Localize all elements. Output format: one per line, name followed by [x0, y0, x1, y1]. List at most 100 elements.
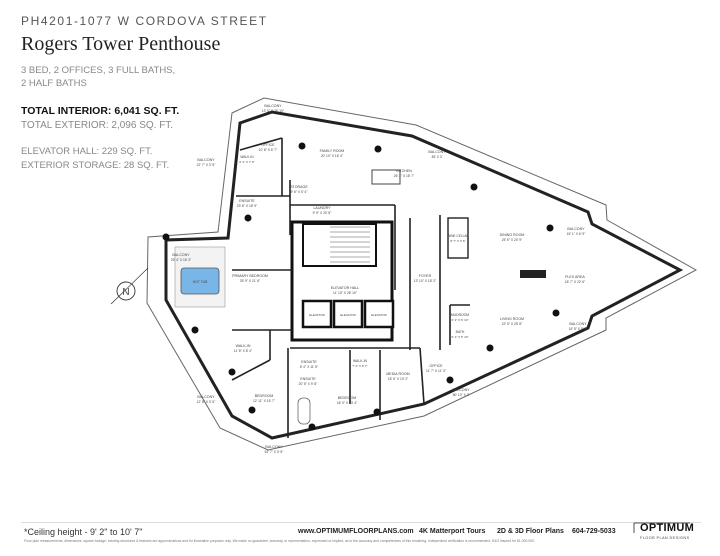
ensuite-mid-dims: 8' 4" X 11' 5" [300, 365, 319, 369]
balcony-nw-name: BALCONY [197, 158, 215, 162]
storage-dims: 9' 6" X 5' 4" [291, 190, 309, 194]
walk-in-mid-dims: 7' 4" X 6' 7" [352, 364, 367, 368]
ensuite-low-dims: 20' 5" X 9' 8" [299, 382, 318, 386]
primary-name: PRIMARY BEDROOM [232, 274, 268, 278]
logo-tagline: FLOOR PLAN DESIGNS [640, 536, 690, 540]
balcony-bottom-dims: 61' 7" X 3' 5" [265, 450, 284, 454]
elevator-shaft-2 [332, 299, 364, 329]
elevator-label-2: ELEVATOR [340, 313, 356, 317]
flex-name: FLEX AREA [565, 275, 585, 279]
walk-in-top-dims: 6' 1" X 7' 6" [239, 160, 254, 164]
north-label: N [122, 287, 129, 298]
stair-block [302, 223, 377, 267]
interior-walls [231, 137, 470, 438]
stair-treads [330, 226, 370, 263]
bedroom-s-dims: 18' 0" X 13' 4" [337, 401, 358, 405]
balcony-e-dims: 15' 1" X 6' 9" [567, 232, 586, 236]
page-title: Rogers Tower Penthouse [21, 33, 221, 55]
balcony-s-name: BALCONY [452, 388, 470, 392]
balcony-ne-name: BALCONY [428, 150, 446, 154]
wine-cellar-room [447, 217, 469, 259]
property-address: PH4201-1077 W CORDOVA STREET [21, 14, 268, 28]
office-top-name: OFFICE [261, 143, 275, 147]
flex-dims: 18' 7" X 22' 6" [565, 280, 586, 284]
elevator-hall-name: ELEVATOR HALL [331, 286, 360, 290]
balcony-nw-dims: 22' 7" X 3' 5" [197, 163, 216, 167]
office-s-name: OFFICE [429, 364, 443, 368]
disclaimer: Floor plan measurements, dimensions, squ… [24, 539, 535, 543]
total-exterior: TOTAL EXTERIOR: 2,096 SQ. FT. [21, 120, 174, 131]
media-dims: 18' 6" X 13' 2" [388, 377, 409, 381]
walk-in-mid-name: WALK-IN [353, 359, 368, 363]
hot-tub-label: HOT TUB [193, 280, 208, 284]
mudroom-dims: 6' 2" X 6' 10" [452, 318, 469, 322]
family-room-dims: 20' 10" X 16' 4" [321, 154, 344, 158]
wine-name: WINE CELLAR [447, 234, 469, 238]
storage-name: STORAGE [290, 185, 308, 189]
walk-in-dims: 11' 8" X 8' 4" [234, 349, 253, 353]
ensuite-top-dims: 23' 6" X 18' 9" [237, 204, 258, 208]
matterport-tours: 4K Matterport Tours [419, 528, 486, 535]
balcony-sw-name: BALCONY [197, 395, 215, 399]
laundry-name: LAUNDRY [313, 206, 331, 210]
dining-dims: 25' 5" X 20' 9" [502, 238, 523, 242]
columns [162, 142, 560, 431]
mudroom-name: MUDROOM [451, 313, 469, 317]
ceiling-height-note: *Ceiling height - 9' 2" to 10' 7" [24, 527, 143, 537]
walk-in-name: WALK-IN [236, 344, 251, 348]
exterior-storage-area: EXTERIOR STORAGE: 28 SQ. FT. [21, 160, 170, 171]
living-name: LIVING ROOM [500, 317, 524, 321]
foyer-name: FOYER [419, 274, 432, 278]
hot-tub [180, 267, 220, 295]
balcony-w-dims: 25' 4" X 16' 3" [171, 258, 192, 262]
flex-fireplace [520, 270, 546, 278]
balcony-se-dims: 15' 5" X 8' 5" [569, 327, 588, 331]
balcony-ne-dims: 83' X 3' [432, 155, 443, 159]
balcony-e-name: BALCONY [567, 227, 585, 231]
balcony-sw-dims: 12' 8" X 3' 5" [197, 400, 216, 404]
bath-e-dims: 6' 2" X 5' 10" [452, 335, 469, 339]
beds-line-1: 3 BED, 2 OFFICES, 3 FULL BATHS, [21, 65, 176, 76]
bedroom-w-dims: 12' 11" X 15' 7" [253, 399, 276, 403]
ensuite-mid-name: ENSUITE [301, 360, 317, 364]
foyer-dims: 13' 10" X 18' 2" [414, 279, 437, 283]
north-arrow-pointer [110, 267, 149, 305]
wine-dims: 8' 7" X 4' 6" [450, 239, 465, 243]
elevator-label-1: ELEVATOR [309, 313, 325, 317]
elevator-shaft-3 [363, 299, 395, 329]
office-s-dims: 11' 7" X 11' 3" [426, 369, 447, 373]
primary-dims: 25' 9" X 21' 6" [240, 279, 261, 283]
logo-wordmark: OPTIMUM [640, 522, 695, 534]
north-arrow [116, 281, 136, 301]
room-labels: BALCONY 13' 5" X 26' 10" FAMILY ROOM 20'… [171, 104, 588, 454]
bedroom-s-name: BEDROOM [338, 396, 357, 400]
balcony-se-name: BALCONY [569, 322, 587, 326]
website-link[interactable]: www.OPTIMUMFLOORPLANS.com [298, 528, 414, 535]
kitchen-island [371, 169, 401, 185]
phone-number: 604-729-5033 [572, 528, 616, 535]
ensuite-top-name: ENSUITE [239, 199, 255, 203]
total-interior: TOTAL INTERIOR: 6,041 SQ. FT. [21, 105, 180, 117]
elevator-hall-area: ELEVATOR HALL: 229 SQ. FT. [21, 146, 153, 157]
kitchen-dims: 26' 4" X 18' 7" [394, 174, 415, 178]
walk-in-top-name: WALK-IN [240, 155, 254, 159]
kitchen-name: KITCHEN [396, 169, 412, 173]
bathtub [297, 397, 311, 425]
bed-bath-summary: 3 BED, 2 OFFICES, 3 FULL BATHS, 2 HALF B… [21, 64, 211, 90]
balcony-w-name: BALCONY [172, 253, 190, 257]
laundry-dims: 9' 5" X 20' 8" [313, 211, 332, 215]
balcony-bottom-name: BALCONY [265, 445, 283, 449]
elevator-label-3: ELEVATOR [371, 313, 387, 317]
media-name: MEDIA ROOM [386, 372, 409, 376]
living-dims: 22' 5" X 25' 8" [502, 322, 523, 326]
elevator-shaft-1 [301, 299, 333, 329]
optimum-logo-icon [633, 522, 690, 533]
balcony-s-dims: 80' 10" X 3' [453, 393, 470, 397]
dining-name: DINING ROOM [500, 233, 525, 237]
bath-e-name: BATH [456, 330, 465, 334]
ensuite-low-name: ENSUITE [300, 377, 316, 381]
bedroom-w-name: BEDROOM [255, 394, 274, 398]
footer-divider [21, 522, 701, 523]
family-room-name: FAMILY ROOM [320, 149, 345, 153]
